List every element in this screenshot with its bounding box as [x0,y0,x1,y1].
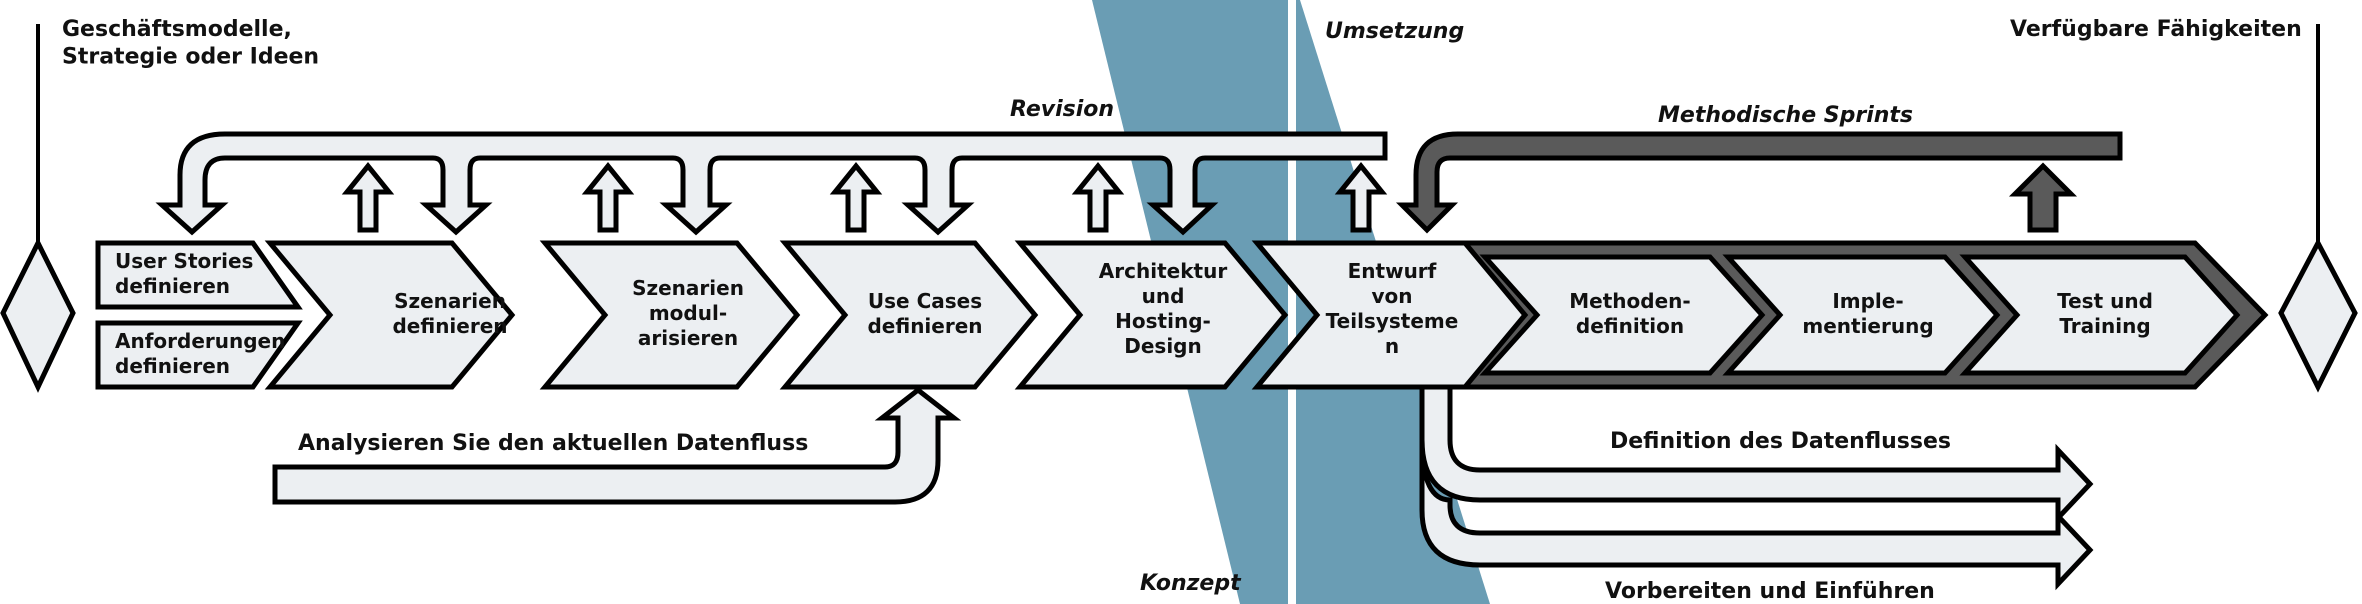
text-line: Design [1124,334,1201,358]
step-chevron [1722,254,2001,376]
revision-up-arrow [1334,162,1388,233]
step-chevron [1479,254,1766,376]
prepare-flow-label: Vorbereiten und Einführen [1605,579,1935,604]
step-chevron [1014,240,1289,390]
text-line: von [1371,284,1412,308]
phase-label-concept: Konzept [1140,571,1242,596]
define-flow-label: Definition des Datenflusses [1610,429,1951,454]
text-line: definieren [115,354,230,378]
revision-up-arrow [341,162,395,233]
text-line: arisieren [638,326,738,350]
text-line: Test und [2057,289,2153,313]
text-line: Szenarien [394,289,506,313]
text-line: Strategie oder Ideen [62,45,319,70]
step-chevron [264,240,516,390]
phase-divider [1288,0,1296,604]
revision-loop [155,131,1388,236]
input-box-requirements [95,320,303,390]
text-line: definition [1576,314,1684,338]
text-line: User Stories [115,249,253,273]
text-line: Anforderungen [115,329,285,353]
text-line: Teilsysteme [1326,309,1459,333]
text-line: Methoden- [1569,289,1690,313]
sprint-up-arrow [2008,162,2078,233]
analyze-flow-label: Analysieren Sie den aktuellen Datenfluss [298,431,808,456]
text-line: Training [2059,314,2150,338]
revision-label: Revision [1010,97,1114,122]
text-line: Hosting- [1115,309,1211,333]
step-chevron [779,240,1039,390]
step-label: Imple-mentierung [1802,289,1933,338]
text-line: Use Cases [868,289,982,313]
step-chevron [1959,254,2241,376]
sprints-label: Methodische Sprints [1658,103,1913,128]
revision-up-arrow [1071,162,1125,233]
start-milestone-label: Geschäftsmodelle, Strategie oder Ideen [62,17,319,70]
text-line: Imple- [1832,289,1903,313]
text-line: Szenarien [632,276,744,300]
text-line: definieren [867,314,982,338]
analyze-flow-arrow [272,386,962,505]
text-line: Geschäftsmodelle, [62,17,292,42]
step-label: Methoden-definition [1569,289,1690,338]
text-line: Architektur [1099,259,1228,283]
phase-label-implementation: Umsetzung [1325,19,1464,44]
end-milestone-label: Verfügbare Fähigkeiten [2010,17,2302,42]
prepare-flow-arrow [1419,439,2094,591]
revision-up-arrow [581,162,635,233]
step-chevron [539,240,801,390]
text-line: und [1142,284,1185,308]
text-line: modul- [649,301,727,325]
start-milestone-diamond [0,237,76,393]
input-box-user-stories [95,240,303,310]
text-line: mentierung [1802,314,1933,338]
revision-up-arrow [829,162,883,233]
text-line: definieren [392,314,507,338]
text-line: Entwurf [1348,259,1437,283]
sprint-loop [1395,131,2123,234]
end-milestone-diamond [2278,237,2358,393]
text-line: n [1385,334,1399,358]
text-line: definieren [115,274,230,298]
text-line: Verfügbare Fähigkeiten [2010,17,2302,42]
